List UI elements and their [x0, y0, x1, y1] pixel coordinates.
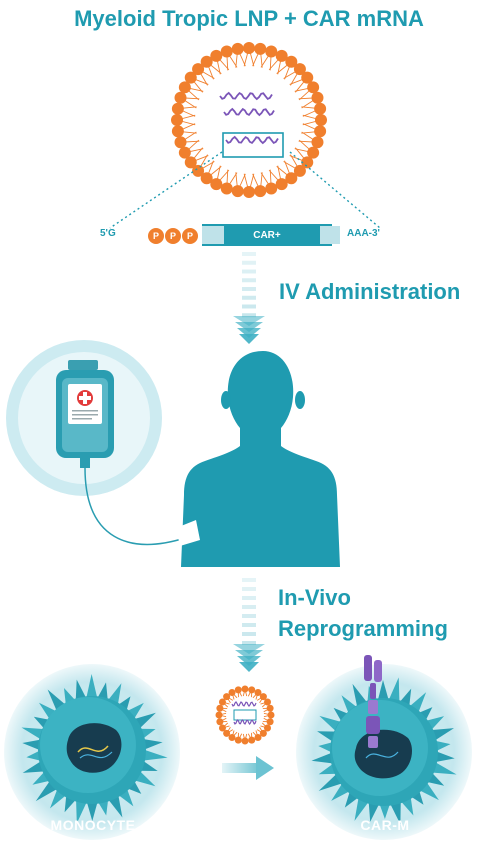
- lipid-nanoparticle-icon: [216, 686, 275, 745]
- reprogramming-label: Reprogramming: [278, 616, 448, 642]
- down-arrow-icon: [233, 578, 265, 672]
- down-arrow-icon: [233, 252, 265, 344]
- phosphate-cap: P: [148, 228, 164, 244]
- monocyte-cell-icon: [4, 664, 180, 840]
- in-vivo-label: In-Vivo: [278, 585, 351, 611]
- car-m-label: CAR-M: [300, 817, 470, 833]
- monocyte-label: MONOCYTE: [0, 817, 186, 833]
- phosphate-cap: P: [165, 228, 181, 244]
- car-coding-label: CAR+: [204, 230, 330, 241]
- lipid-nanoparticle-icon: [171, 42, 327, 198]
- car-macrophage-cell-icon: [296, 664, 472, 840]
- mrna-five-prime-label: 5'G: [100, 228, 116, 239]
- iv-bag-icon: [6, 340, 185, 544]
- mrna-three-prime-label: AAA-3': [347, 228, 380, 239]
- zoom-connector: [110, 133, 380, 228]
- iv-administration-label: IV Administration: [279, 279, 460, 305]
- human-silhouette-icon: [176, 351, 340, 567]
- right-arrow-icon: [222, 756, 274, 780]
- phosphate-cap: P: [182, 228, 198, 244]
- diagram-title: Myeloid Tropic LNP + CAR mRNA: [0, 6, 498, 32]
